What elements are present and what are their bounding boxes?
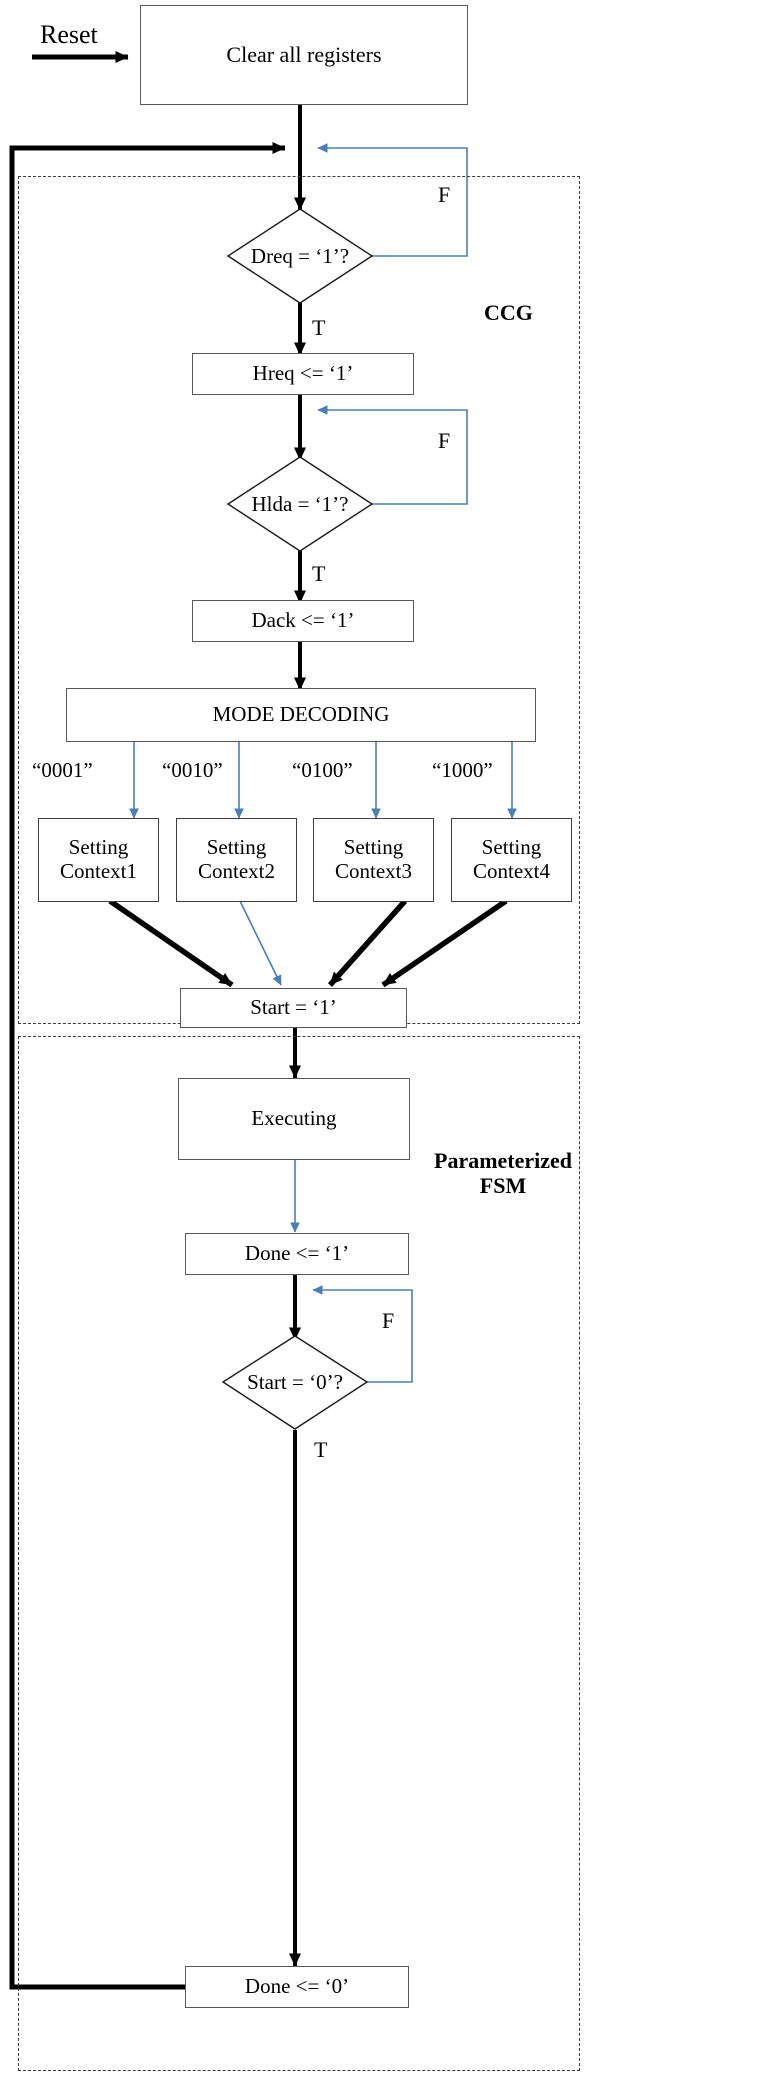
node-decision-dreq[interactable]: Dreq = ‘1’?: [228, 209, 372, 303]
node-done-assign-0[interactable]: Done <= ‘0’: [185, 1966, 409, 2008]
edge-label-hlda-true: T: [312, 561, 326, 586]
node-setting-context4[interactable]: Setting Context4: [451, 818, 572, 902]
node-label: Start = ‘0’?: [247, 1370, 343, 1394]
node-label: Setting Context3: [335, 835, 412, 883]
mode-output-code-0100: “0100”: [292, 758, 353, 782]
edge-label-start0-true: T: [314, 1437, 328, 1462]
node-label: Executing: [251, 1106, 337, 1131]
node-hreq-assign[interactable]: Hreq <= ‘1’: [192, 353, 414, 395]
node-label: Dack <= ‘1’: [251, 608, 355, 633]
node-setting-context3[interactable]: Setting Context3: [313, 818, 434, 902]
group-label-ccg: CCG: [484, 300, 533, 325]
node-label: MODE DECODING: [212, 702, 390, 727]
edge-label-dreq-true: T: [312, 315, 326, 340]
node-label: Setting Context2: [198, 835, 275, 883]
node-label: Done <= ‘1’: [244, 1241, 350, 1266]
node-label: Hlda = ‘1’?: [251, 491, 349, 516]
node-label: Dreq = ‘1’?: [250, 243, 350, 268]
mode-output-code-1000: “1000”: [432, 758, 493, 782]
node-setting-context1[interactable]: Setting Context1: [38, 818, 159, 902]
node-label: Hreq <= ‘1’: [252, 361, 354, 386]
group-label-fsm: Parameterized FSM: [434, 1148, 573, 1199]
node-dack-assign[interactable]: Dack <= ‘1’: [192, 600, 414, 642]
group-fsm-boundary: [18, 1036, 580, 2071]
edge-label-dreq-false: F: [438, 182, 451, 207]
node-clear-all-registers[interactable]: Clear all registers: [140, 5, 468, 105]
node-mode-decoding[interactable]: MODE DECODING: [66, 688, 536, 742]
mode-output-code-0001: “0001”: [32, 758, 93, 782]
node-label: Setting Context1: [60, 835, 137, 883]
node-executing[interactable]: Executing: [178, 1078, 410, 1160]
mode-output-code-0010: “0010”: [162, 758, 223, 782]
edge-label-hlda-false: F: [438, 428, 451, 453]
node-label: Clear all registers: [226, 41, 382, 67]
node-setting-context2[interactable]: Setting Context2: [176, 818, 297, 902]
node-start-assign-1[interactable]: Start = ‘1’: [180, 988, 407, 1028]
node-decision-start0[interactable]: Start = ‘0’?: [223, 1336, 367, 1429]
node-label: Setting Context4: [473, 835, 550, 883]
edge-label-start0-false: F: [382, 1308, 395, 1333]
node-decision-hlda[interactable]: Hlda = ‘1’?: [228, 457, 372, 551]
node-label: Done <= ‘0’: [244, 1974, 350, 1999]
node-label: Start = ‘1’: [250, 995, 337, 1020]
entry-label-reset: Reset: [40, 20, 98, 49]
node-done-assign-1[interactable]: Done <= ‘1’: [185, 1233, 409, 1275]
